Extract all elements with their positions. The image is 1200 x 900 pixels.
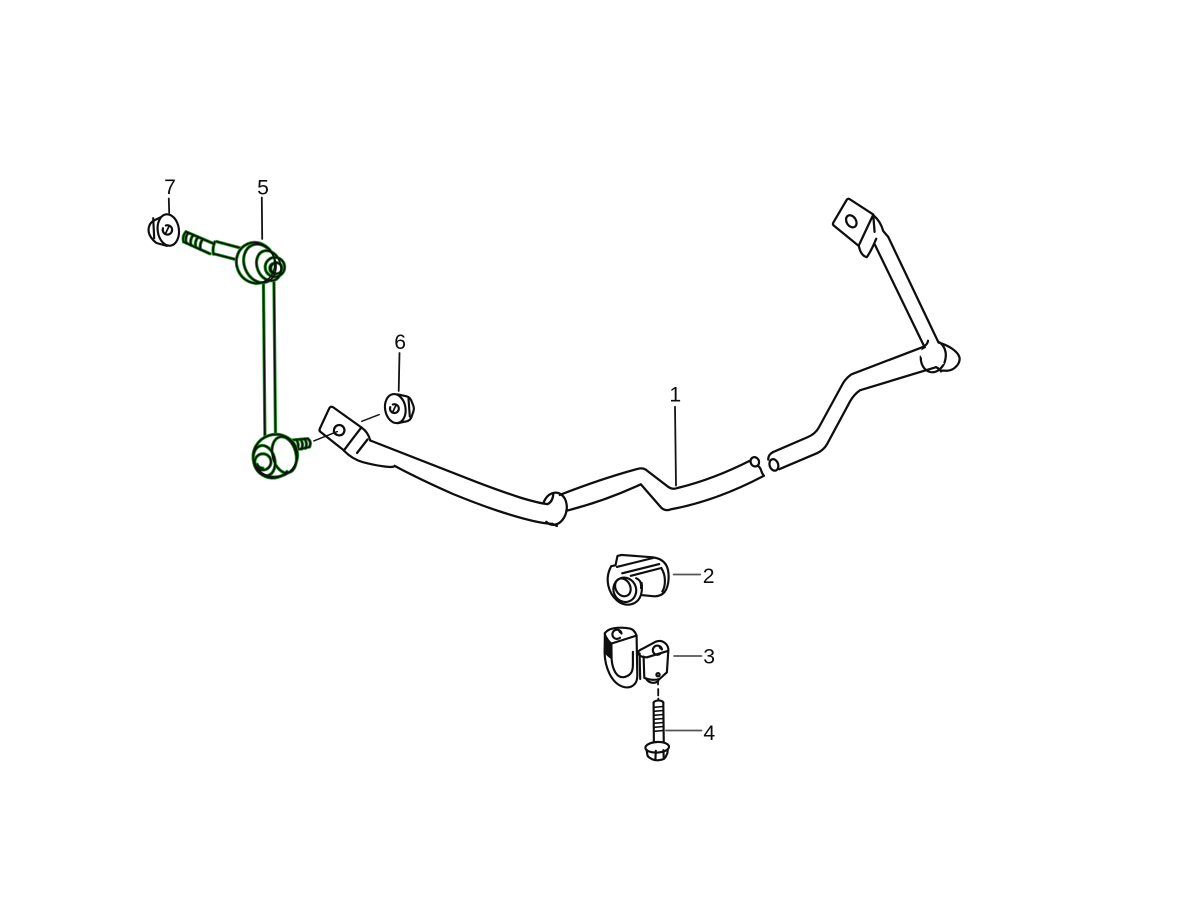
svg-text:4: 4	[703, 722, 715, 745]
svg-text:1: 1	[669, 384, 681, 407]
svg-text:6: 6	[394, 331, 406, 354]
svg-text:7: 7	[164, 176, 176, 199]
svg-text:3: 3	[703, 645, 715, 668]
svg-text:2: 2	[703, 565, 715, 588]
svg-text:5: 5	[257, 177, 269, 200]
